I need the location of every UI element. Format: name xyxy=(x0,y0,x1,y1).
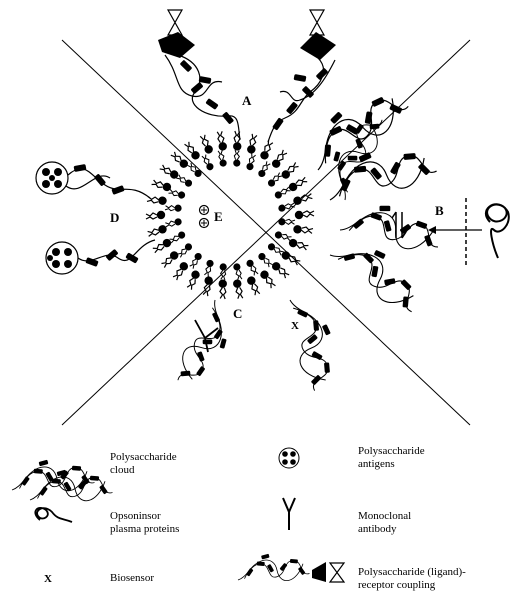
lipid-molecule xyxy=(273,229,293,244)
lipid-molecule xyxy=(294,210,315,220)
lipid-molecule xyxy=(256,251,274,270)
lipid-molecule xyxy=(232,130,244,152)
lipid-molecule xyxy=(266,241,285,258)
lipid-molecule xyxy=(269,149,290,171)
lipid-molecule xyxy=(245,133,261,156)
legend-cloud-icon xyxy=(12,460,113,501)
label-a: A xyxy=(242,93,252,108)
legend-opsonins-label: Opsoninsor plasma proteins xyxy=(110,510,180,535)
label-e: E xyxy=(214,209,223,224)
label-d: D xyxy=(110,210,120,225)
lipid-molecule xyxy=(170,149,191,171)
lipid-molecule xyxy=(158,161,181,181)
dividing-lines xyxy=(61,39,471,426)
lipid-molecule xyxy=(256,160,273,179)
lipid-molecule xyxy=(199,133,215,156)
lipid-molecule xyxy=(232,149,243,168)
lipid-molecule xyxy=(175,241,194,259)
legend-opsonin-icon xyxy=(34,507,73,523)
lipid-molecule xyxy=(244,152,259,172)
lipid-molecule xyxy=(145,210,166,220)
quadrant-a-receptor-coupling xyxy=(158,9,336,143)
lipid-molecule xyxy=(277,217,296,228)
lipid-molecule xyxy=(146,192,169,207)
legend-coupling-label: Polysaccharide (ligand)- receptor coupli… xyxy=(358,566,466,591)
lipid-molecule xyxy=(167,186,187,201)
lipid-molecule xyxy=(168,229,187,244)
quadrant-b-polysaccharide-cloud xyxy=(298,80,510,319)
lipid-molecule xyxy=(170,259,191,281)
lipid-molecule xyxy=(273,186,292,201)
lipid-molecule xyxy=(232,278,244,300)
lipid-molecule xyxy=(269,259,290,281)
lipid-molecule xyxy=(279,249,302,269)
lipid-molecule xyxy=(183,268,202,291)
lipid-molecule xyxy=(186,160,204,179)
legend-antibody-icon xyxy=(282,497,296,530)
lipid-molecule xyxy=(258,268,277,291)
lipid-molecule xyxy=(158,249,181,269)
lipid-molecule xyxy=(146,223,169,238)
lipid-molecule xyxy=(150,176,174,194)
label-b: B xyxy=(435,203,444,218)
legend-antibody-label: Monoclonal antibody xyxy=(358,510,412,535)
lipid-molecule xyxy=(164,217,183,228)
lipid-molecule xyxy=(286,236,310,254)
lipid-molecule xyxy=(291,192,314,207)
lipid-molecule xyxy=(201,258,216,278)
quadrant-d-antigen-binding xyxy=(35,161,210,275)
label-x-diagram: X xyxy=(291,320,299,332)
lipid-molecule xyxy=(201,153,216,172)
lipid-molecule xyxy=(217,262,228,281)
legend-antigens-label: Polysaccharide antigens xyxy=(358,445,425,470)
particle-lipid-ring xyxy=(145,130,315,300)
label-c: C xyxy=(233,306,243,321)
lipid-molecule xyxy=(279,161,302,181)
legend-antigen-icon xyxy=(278,447,300,469)
lipid-molecule xyxy=(232,262,243,281)
lipid-molecule xyxy=(216,278,228,300)
lipid-molecule xyxy=(245,274,261,297)
lipid-molecule xyxy=(291,223,314,238)
lipid-molecule xyxy=(175,172,194,189)
legend-biosensor-label: Biosensor xyxy=(110,572,154,584)
legend-biosensor-symbol: X xyxy=(44,573,52,585)
legend-coupling-icon xyxy=(238,554,346,583)
legend-cloud-label: Polysaccharide cloud xyxy=(110,451,177,476)
lipid-molecule xyxy=(244,258,259,277)
lipid-molecule xyxy=(216,130,228,152)
lipid-molecule xyxy=(258,139,277,162)
lipid-molecule xyxy=(187,251,204,270)
lipid-molecule xyxy=(266,171,285,189)
lipid-molecule xyxy=(164,202,183,213)
quadrant-c-antibody-binding xyxy=(170,294,340,392)
lipid-molecule xyxy=(286,176,310,194)
lipid-molecule xyxy=(217,149,228,168)
